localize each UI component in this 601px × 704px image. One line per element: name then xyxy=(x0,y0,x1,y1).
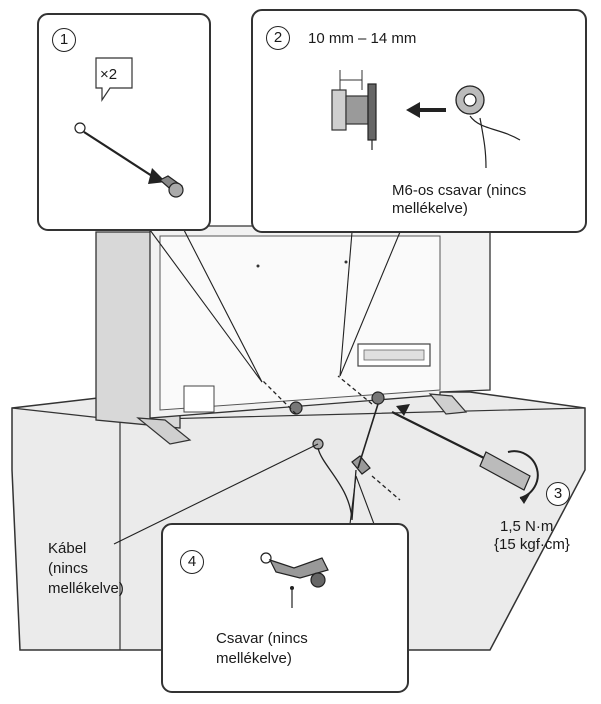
step-number-1-badge: 1 xyxy=(52,28,76,52)
panel-2-art xyxy=(331,70,521,169)
screw-label-line2: mellékelve) xyxy=(216,650,292,667)
m6-screw-label-line2: mellékelve) xyxy=(392,200,468,217)
step-number-4-badge: 4 xyxy=(180,550,204,574)
torque-label-line1: 1,5 N·m xyxy=(500,518,554,535)
screw-label-line1: Csavar (nincs xyxy=(216,630,308,647)
cable-label-line2: (nincs xyxy=(48,560,89,577)
step-number-3-badge: 3 xyxy=(546,482,570,506)
cable-label-line1: Kábel xyxy=(48,540,87,557)
callout-4-leader xyxy=(349,475,357,525)
callout-1-leader xyxy=(149,229,263,383)
callout-panel-4 xyxy=(161,523,409,693)
tv-body xyxy=(95,225,491,445)
length-range-label: 10 mm – 14 mm xyxy=(308,30,417,47)
callout-panel-2 xyxy=(251,9,587,233)
cable-label-line3: mellékelve) xyxy=(48,580,124,597)
panel-4-art xyxy=(260,552,329,608)
cable xyxy=(113,443,357,545)
callout-2-leader xyxy=(339,231,401,377)
m6-screw-label-line1: M6-os csavar (nincs xyxy=(392,182,527,199)
callout-4-leader xyxy=(355,475,375,525)
quantity-label: ×2 xyxy=(100,66,118,83)
step-number-2-badge: 2 xyxy=(266,26,290,50)
torque-label-line2: {15 kgf·cm} xyxy=(494,536,570,553)
callout-1-leader xyxy=(183,229,263,383)
callout-2-leader xyxy=(339,231,353,377)
panel-1-art xyxy=(74,57,184,198)
